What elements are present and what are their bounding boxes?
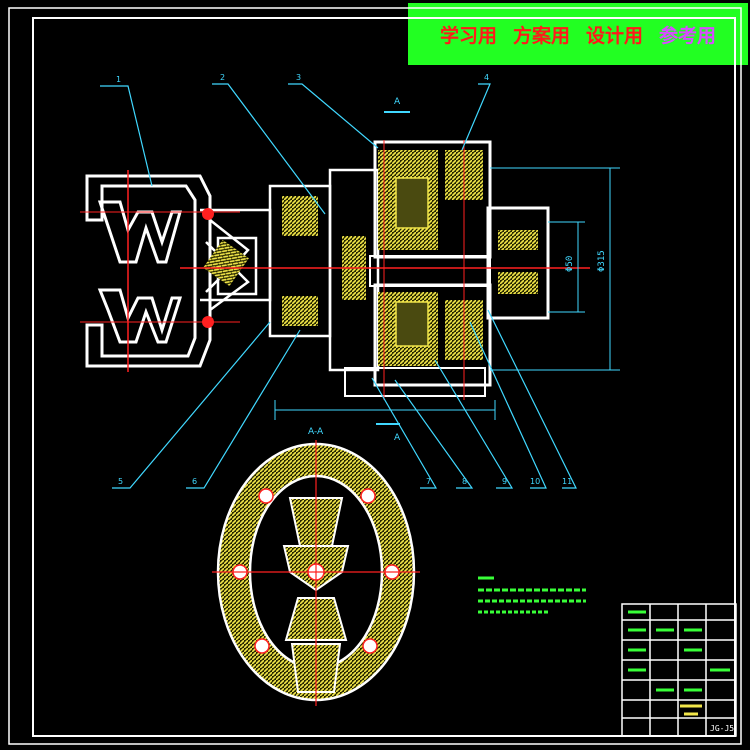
balloon-7: 7 xyxy=(426,477,431,486)
drawing-frame-outer xyxy=(8,7,742,745)
banner-item-design: 设计用 xyxy=(586,24,644,47)
title-block xyxy=(621,603,737,737)
banner-item-plan: 方案用 xyxy=(512,24,570,47)
drawing-number: JG-J5 xyxy=(710,724,734,733)
section-mark-bottom: A xyxy=(394,433,401,443)
leaders-upper xyxy=(100,83,491,215)
balloon-10: 10 xyxy=(530,477,540,486)
dimensions xyxy=(274,167,620,420)
balloon-3: 3 xyxy=(296,73,301,82)
balloon-5: 5 xyxy=(118,477,123,486)
balloon-2: 2 xyxy=(220,73,225,82)
balloon-11: 11 xyxy=(562,477,572,486)
title-block-name xyxy=(680,704,702,716)
balloons-lower: 5 6 7 8 9 10 11 xyxy=(118,477,572,486)
banner-item-reference: 参考用 xyxy=(659,24,717,47)
section-view-label: A-A xyxy=(308,427,324,437)
main-body xyxy=(268,140,550,397)
title-block-marks xyxy=(628,610,730,692)
balloons-upper: 1 2 3 4 xyxy=(116,73,489,84)
ring-centerlines xyxy=(212,440,420,706)
watermark-banner: 学习用 方案用 设计用 参考用 xyxy=(408,3,748,65)
balloon-6: 6 xyxy=(192,477,197,486)
dim-inner-label: Φ50 xyxy=(565,256,575,272)
technical-notes xyxy=(478,576,586,614)
pivot-upper xyxy=(202,208,214,220)
linkage-hatch xyxy=(203,239,249,287)
section-mark-top: A xyxy=(394,97,401,107)
balloon-1: 1 xyxy=(116,75,121,84)
pivot-lower xyxy=(202,316,214,328)
gripper-fingers xyxy=(85,174,212,368)
leaders-lower xyxy=(112,309,577,489)
dim-outer-label: Φ315 xyxy=(597,250,607,272)
balloon-8: 8 xyxy=(462,477,467,486)
balloon-4: 4 xyxy=(484,73,489,82)
balloon-9: 9 xyxy=(502,477,507,486)
section-ring xyxy=(216,442,416,702)
banner-item-study: 学习用 xyxy=(439,24,497,47)
drawing-frame-inner xyxy=(32,17,736,737)
